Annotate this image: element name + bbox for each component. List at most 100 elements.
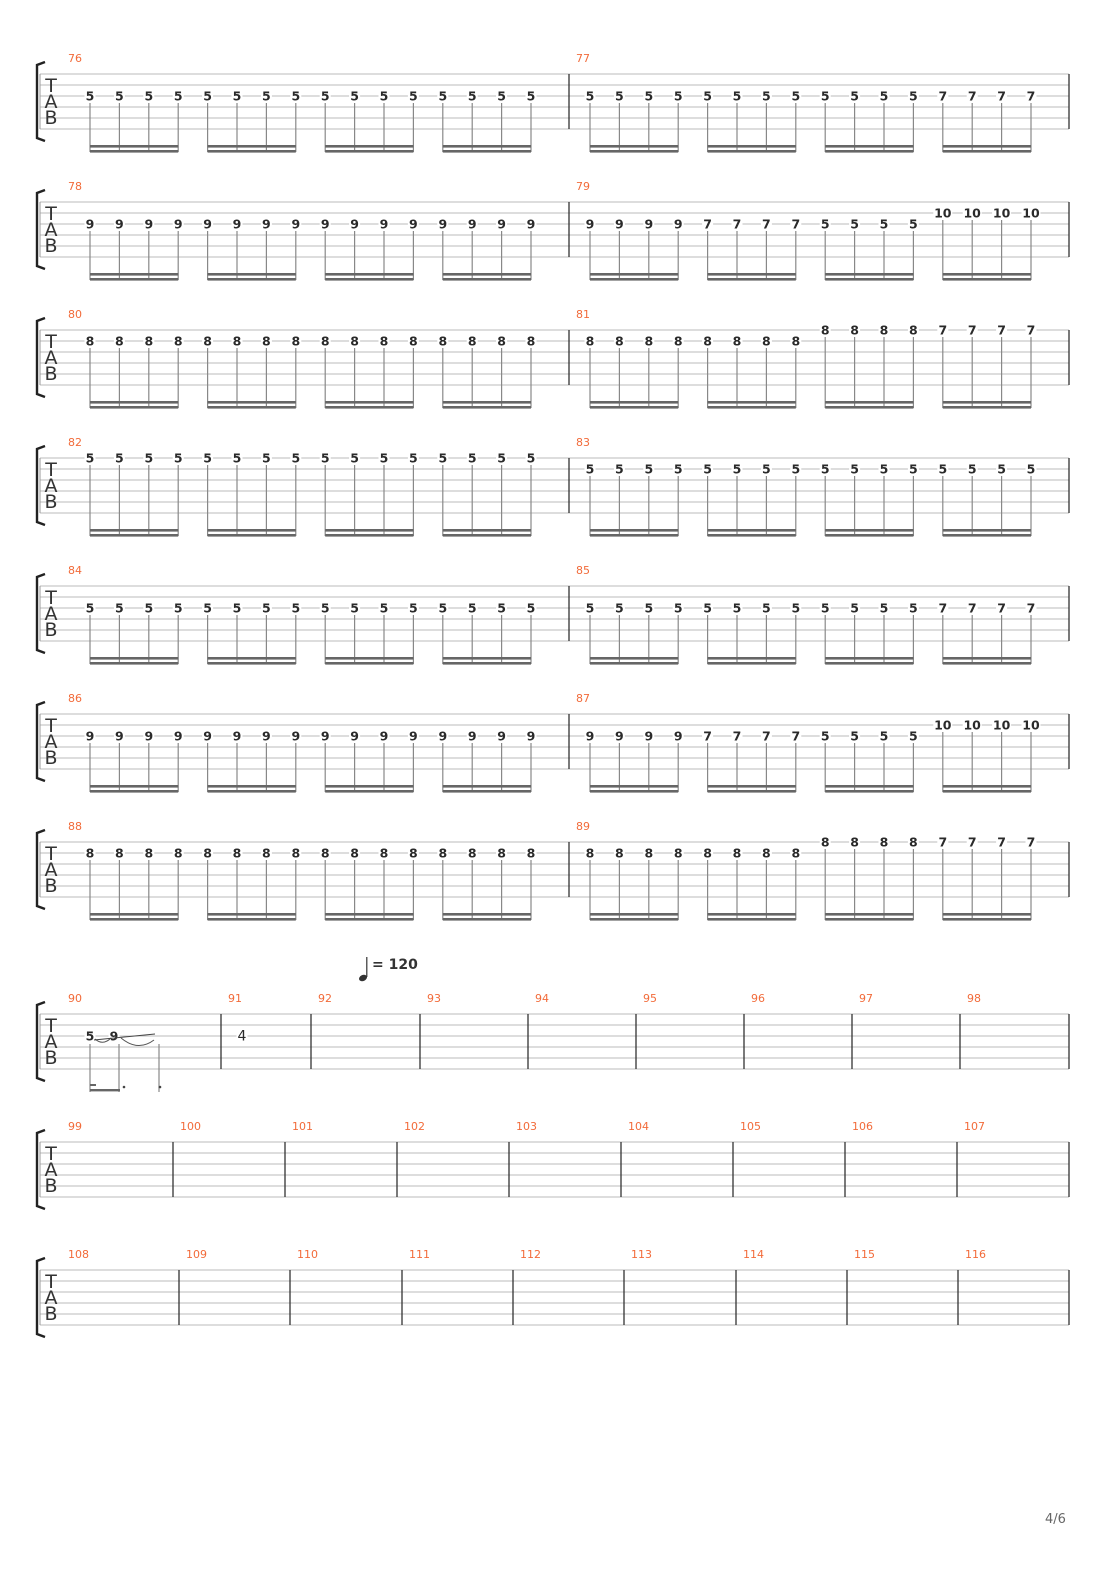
note-mask	[349, 847, 361, 858]
note-mask	[378, 335, 390, 346]
fret-number: 5	[468, 89, 477, 104]
fret-number: 5	[115, 601, 124, 616]
fret-number: 5	[262, 601, 271, 616]
note-mask	[378, 90, 390, 101]
note-mask	[466, 730, 478, 741]
beam	[590, 150, 679, 153]
beam	[90, 529, 179, 532]
fret-number: 8	[321, 846, 330, 861]
beam	[325, 918, 414, 921]
note-mask	[878, 730, 890, 741]
note-mask	[496, 452, 508, 463]
fret-number: 9	[644, 217, 653, 232]
fret-number: 8	[203, 334, 212, 349]
fret-number: 5	[350, 601, 359, 616]
note-mask	[378, 452, 390, 463]
system-bracket	[35, 700, 46, 783]
note-mask	[790, 463, 802, 474]
note-mask	[937, 324, 949, 335]
fret-number: 5	[262, 89, 271, 104]
fret-number: 5	[115, 451, 124, 466]
beam	[325, 785, 414, 788]
note-mask	[525, 847, 537, 858]
note-mask	[996, 602, 1008, 613]
note-mask	[878, 218, 890, 229]
fret-number: 8	[497, 334, 506, 349]
note-mask	[878, 836, 890, 847]
fret-number: 5	[86, 89, 95, 104]
note-mask	[760, 730, 772, 741]
fret-number: 9	[291, 729, 300, 744]
note-mask	[849, 463, 861, 474]
note-mask	[172, 90, 184, 101]
note-mask	[84, 730, 96, 741]
note-mask	[525, 335, 537, 346]
tab-clef-letter: A	[45, 91, 58, 113]
note-mask	[907, 90, 919, 101]
fret-number: 8	[174, 846, 183, 861]
tab-clef-letter: T	[44, 1015, 57, 1037]
beam	[90, 406, 179, 409]
measure: 101	[292, 1120, 313, 1133]
fret-number: 5	[233, 601, 242, 616]
note-mask	[672, 90, 684, 101]
note-mask	[231, 602, 243, 613]
measure-number: 90	[68, 992, 82, 1005]
fret-number: 8	[380, 334, 389, 349]
note-mask	[992, 719, 1012, 730]
measure-number: 93	[427, 992, 441, 1005]
beam	[442, 273, 531, 276]
note-mask	[290, 335, 302, 346]
note-mask	[819, 218, 831, 229]
beam	[825, 662, 914, 665]
note-mask	[407, 335, 419, 346]
tab-clef-letter: A	[45, 603, 58, 625]
beam	[825, 145, 914, 148]
beam	[707, 150, 796, 153]
fret-number: 8	[909, 323, 918, 338]
note-mask	[202, 452, 214, 463]
note-mask	[1021, 207, 1041, 218]
fret-number: 7	[997, 89, 1006, 104]
note-mask	[907, 218, 919, 229]
note-mask	[790, 847, 802, 858]
fret-number: 8	[233, 846, 242, 861]
note-mask	[1025, 602, 1037, 613]
fret-number: 9	[321, 729, 330, 744]
fret-number: 5	[86, 451, 95, 466]
measure: 110	[297, 1248, 318, 1261]
note-mask	[819, 324, 831, 335]
note-mask	[731, 335, 743, 346]
fret-number: 5	[997, 462, 1006, 477]
measure-number: 106	[852, 1120, 873, 1133]
note-mask	[613, 335, 625, 346]
measure: 98	[967, 992, 981, 1005]
system-bracket	[35, 828, 46, 911]
fret-number: 5	[468, 451, 477, 466]
fret-number: 5	[586, 462, 595, 477]
note-mask	[290, 218, 302, 229]
fret-number: 9	[262, 729, 271, 744]
note-mask	[143, 730, 155, 741]
note-mask	[113, 90, 125, 101]
note-mask	[319, 847, 331, 858]
fret-number: 5	[703, 601, 712, 616]
beam	[825, 278, 914, 281]
beam	[90, 401, 179, 404]
measure-number: 114	[743, 1248, 764, 1261]
note-mask	[731, 847, 743, 858]
fret-number: 7	[791, 217, 800, 232]
fret-number: 7	[997, 835, 1006, 850]
note-mask	[672, 335, 684, 346]
note-mask	[113, 335, 125, 346]
measure: 94	[535, 992, 549, 1005]
fret-number: 5	[644, 601, 653, 616]
beam	[942, 913, 1031, 916]
note-mask	[962, 719, 982, 730]
beam	[707, 913, 796, 916]
tab-clef-letter: A	[45, 731, 58, 753]
fret-number: 5	[409, 89, 418, 104]
note-mask	[290, 90, 302, 101]
